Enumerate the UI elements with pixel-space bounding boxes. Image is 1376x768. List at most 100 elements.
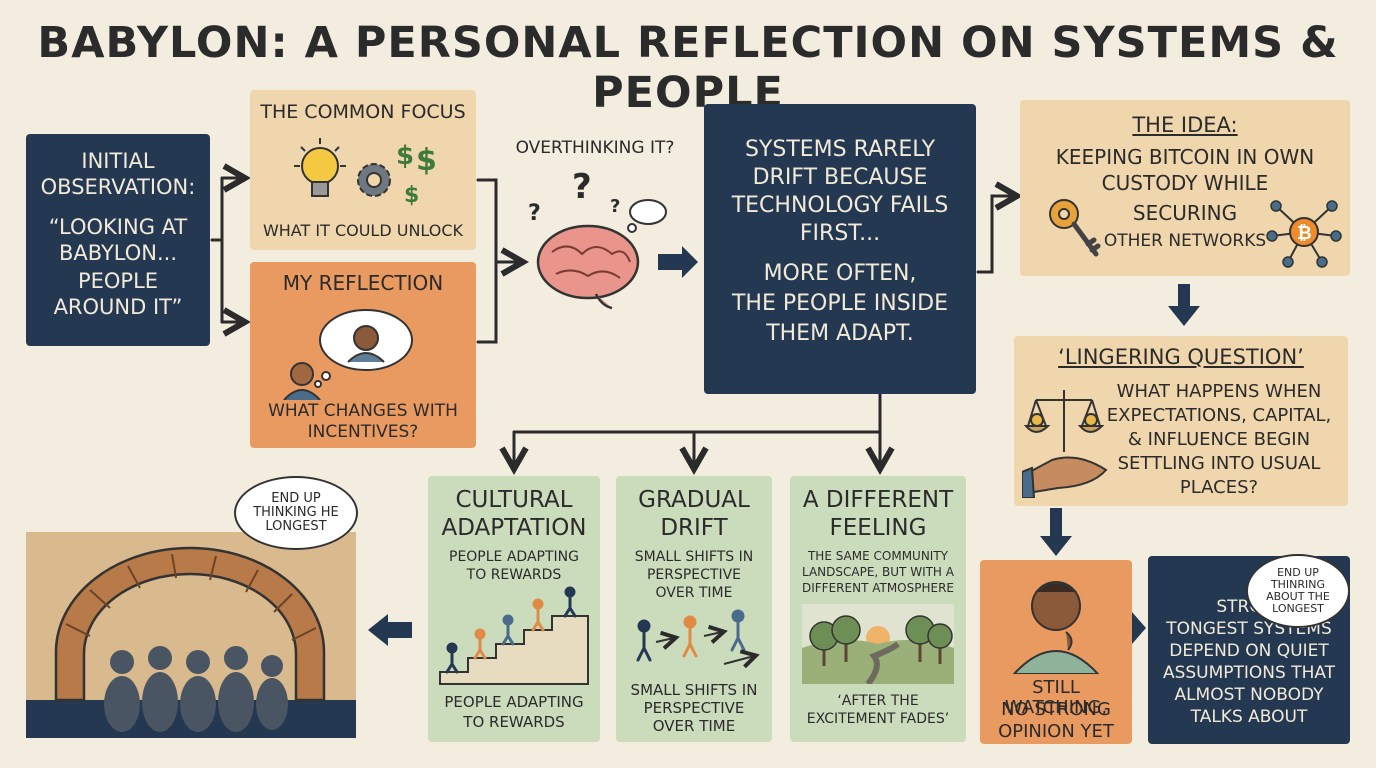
cultural-heading-1: CULTURAL xyxy=(455,487,573,513)
landscape-icon xyxy=(802,604,954,684)
initial-observation-card: INITIAL OBSERVATION: “LOOKING AT BABYLON… xyxy=(26,134,210,346)
systems-line-3: TECHNOLOGY FAILS xyxy=(731,193,949,218)
cultural-heading-2: ADAPTATION xyxy=(441,515,587,541)
strongest-bubble-line-2: THINRING xyxy=(1270,577,1326,591)
strongest-bubble-line-4: LONGEST xyxy=(1272,602,1324,616)
still-watching-card: STILL WATCHING, NO STRONG OPINION YET xyxy=(980,560,1132,744)
idea-line-4: OTHER NETWORKS xyxy=(1103,231,1267,251)
arch-bubble-line-1: END UP xyxy=(271,490,321,506)
systems-line-5: MORE OFTEN, xyxy=(763,261,917,286)
feeling-bottom-2: EXCITEMENT FADES’ xyxy=(806,711,950,727)
gradual-top-3: OVER TIME xyxy=(655,585,733,601)
svg-text:?: ? xyxy=(610,196,620,217)
gradual-bottom-1: SMALL SHIFTS IN xyxy=(630,681,758,699)
gradual-top-2: PERSPECTIVE xyxy=(646,567,742,583)
cultural-bottom-2: TO REWARDS xyxy=(463,713,565,731)
question-mark-icon: ? ? ? xyxy=(528,167,620,226)
arch-thought-bubble: END UP THINKING HE LONGEST xyxy=(234,476,358,550)
svg-text:₿: ₿ xyxy=(1297,223,1312,244)
svg-text:?: ? xyxy=(572,167,592,207)
cultural-top-1: PEOPLE ADAPTING xyxy=(449,549,579,565)
watching-line-1: STILL WATCHING, xyxy=(1004,677,1108,719)
gradual-top-1: SMALL SHIFTS IN xyxy=(634,549,754,565)
svg-text:?: ? xyxy=(528,201,541,226)
initial-line-5: PEOPLE xyxy=(77,269,159,293)
my-reflection-card: MY REFLECTION WHAT CHANGES WITH INCENTIV… xyxy=(250,262,476,448)
lingering-line-3: & INFLUENCE BEGIN xyxy=(1127,429,1311,450)
watching-line-3: OPINION YET xyxy=(998,721,1114,742)
initial-line-6: AROUND IT” xyxy=(53,295,183,319)
page-title: BABYLON: A PERSONAL REFLECTION ON SYSTEM… xyxy=(37,18,1339,118)
overthinking-label: OVERTHINKING IT? xyxy=(515,138,675,158)
cultural-bottom-1: PEOPLE ADAPTING xyxy=(444,693,584,711)
idea-heading: THE IDEA: xyxy=(1132,113,1238,137)
initial-line-2: OBSERVATION: xyxy=(40,175,196,199)
watching-line-2: NO STRONG xyxy=(1001,699,1111,720)
brain-illustration: ? ? ? xyxy=(528,167,667,310)
arch-crowd-illustration xyxy=(26,532,356,738)
scale-icon xyxy=(1023,390,1105,452)
gradual-bottom-3: OVER TIME xyxy=(652,717,736,735)
thought-bubble-icon xyxy=(627,199,667,233)
lightbulb-icon xyxy=(294,138,346,197)
idea-line-1: KEEPING BITCOIN IN OWN xyxy=(1055,145,1315,169)
lingering-heading: ‘LINGERING QUESTION’ xyxy=(1058,345,1304,369)
feeling-heading-2: FEELING xyxy=(829,515,927,541)
stairs-people-icon xyxy=(439,586,589,685)
arch-icon xyxy=(54,546,326,702)
feeling-top-3: DIFFERENT ATMOSPHERE xyxy=(802,581,954,595)
person-icon xyxy=(283,362,321,400)
common-focus-heading: THE COMMON FOCUS xyxy=(260,101,466,123)
arch-bubble-line-2: THINKING HE xyxy=(253,504,339,520)
common-focus-caption: WHAT IT COULD UNLOCK xyxy=(262,221,464,240)
common-focus-card: THE COMMON FOCUS $ $ $ WHAT IT COULD UNL… xyxy=(250,90,476,250)
hand-icon xyxy=(1022,456,1108,498)
feeling-bottom-1: ‘AFTER THE xyxy=(837,693,919,709)
reflection-line-1: WHAT CHANGES WITH xyxy=(268,401,458,421)
strongest-line-4: ASSUMPTIONS THAT xyxy=(1162,663,1336,683)
lingering-line-5: PLACES? xyxy=(1179,477,1259,498)
thinking-person-icon xyxy=(1012,581,1100,674)
feeling-top-2: LANDSCAPE, BUT WITH A xyxy=(802,565,954,579)
feeling-heading-1: A DIFFERENT xyxy=(802,487,954,513)
strongest-bubble-line-1: END UP xyxy=(1277,565,1319,579)
brain-icon xyxy=(536,224,640,310)
systems-card: SYSTEMS RARELY DRIFT BECAUSE TECHNOLOGY … xyxy=(704,104,976,394)
gradual-heading-1: GRADUAL xyxy=(638,487,750,513)
thought-bubble-icon xyxy=(314,309,413,388)
svg-text:$: $ xyxy=(416,143,437,178)
strongest-line-6: TALKS ABOUT xyxy=(1190,707,1308,727)
common-focus-icons: $ $ $ xyxy=(294,138,437,208)
lingering-line-1: WHAT HAPPENS WHEN xyxy=(1116,381,1322,402)
gradual-drift-card: GRADUAL DRIFT SMALL SHIFTS IN PERSPECTIV… xyxy=(616,476,772,742)
systems-line-7: THEM ADAPT. xyxy=(766,321,914,346)
initial-line-4: BABYLON... xyxy=(58,241,178,265)
lingering-line-2: EXPECTATIONS, CAPITAL, xyxy=(1106,405,1332,426)
strongest-bubble-line-3: ABOUT THE xyxy=(1266,590,1330,603)
gradual-bottom-2: PERSPECTIVE xyxy=(643,699,745,717)
initial-line-3: “LOOKING AT xyxy=(48,215,188,239)
crowd-icon xyxy=(104,646,288,732)
idea-line-2: CUSTODY WHILE xyxy=(1101,171,1269,195)
strongest-line-5: ALMOST NOBODY xyxy=(1174,685,1324,705)
strongest-thought-bubble: END UP THINRING ABOUT THE LONGEST xyxy=(1246,554,1350,628)
reflection-line-2: INCENTIVES? xyxy=(307,422,419,442)
systems-line-2: DRIFT BECAUSE xyxy=(752,165,928,190)
cultural-top-2: TO REWARDS xyxy=(466,567,562,583)
gear-icon xyxy=(357,163,391,197)
systems-line-6: THE PEOPLE INSIDE xyxy=(731,291,948,316)
systems-line-1: SYSTEMS RARELY xyxy=(744,137,936,162)
reflection-heading: MY REFLECTION xyxy=(282,271,444,295)
svg-text:$: $ xyxy=(404,183,419,208)
lingering-question-card: ‘LINGERING QUESTION’ WHAT HAPPENS WHEN E… xyxy=(1014,336,1348,506)
dollar-icon: $ $ $ xyxy=(396,141,437,208)
scale-hand-illustration xyxy=(1022,390,1108,498)
strongest-line-3: DEPEND ON QUIET xyxy=(1169,641,1329,661)
initial-line-1: INITIAL xyxy=(81,149,155,173)
systems-line-4: FIRST... xyxy=(799,221,881,246)
idea-line-3: SECURING xyxy=(1132,201,1238,225)
reflection-illustration xyxy=(283,309,413,400)
walking-people-icon xyxy=(636,609,760,672)
idea-card: THE IDEA: KEEPING BITCOIN IN OWN CUSTODY… xyxy=(1020,100,1350,276)
